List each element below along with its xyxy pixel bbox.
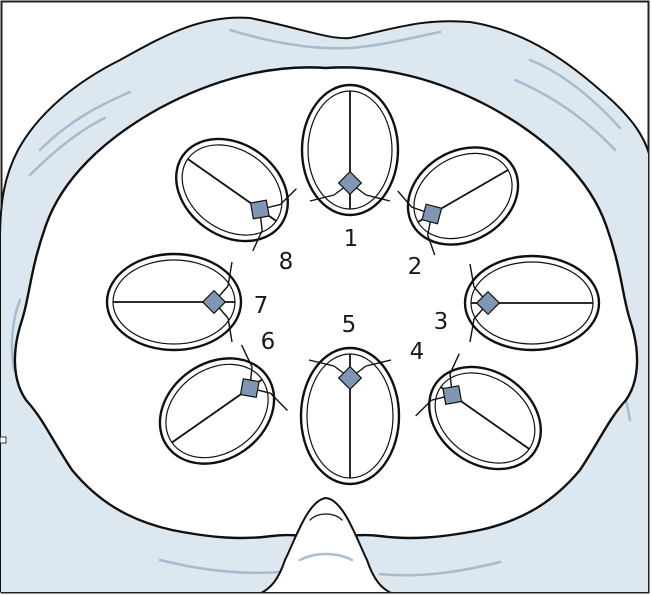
- ring-8-center-mark: [251, 200, 270, 219]
- label-ring-8: 8: [279, 249, 294, 275]
- ring-1: [302, 85, 398, 215]
- ring-3: [465, 256, 599, 350]
- label-ring-6: 6: [261, 329, 276, 355]
- ring-7: [107, 254, 241, 350]
- label-ring-4: 4: [410, 339, 425, 365]
- edge-marker: [0, 437, 6, 443]
- ring-5: [301, 348, 399, 484]
- ring-6-center-mark: [240, 379, 259, 398]
- ring-2-center-mark: [422, 204, 442, 224]
- label-ring-1: 1: [344, 226, 359, 252]
- label-ring-5: 5: [342, 312, 357, 338]
- label-ring-3: 3: [434, 309, 449, 335]
- label-ring-7: 7: [254, 293, 269, 319]
- ring-4-center-mark: [443, 386, 462, 405]
- label-ring-2: 2: [408, 254, 423, 280]
